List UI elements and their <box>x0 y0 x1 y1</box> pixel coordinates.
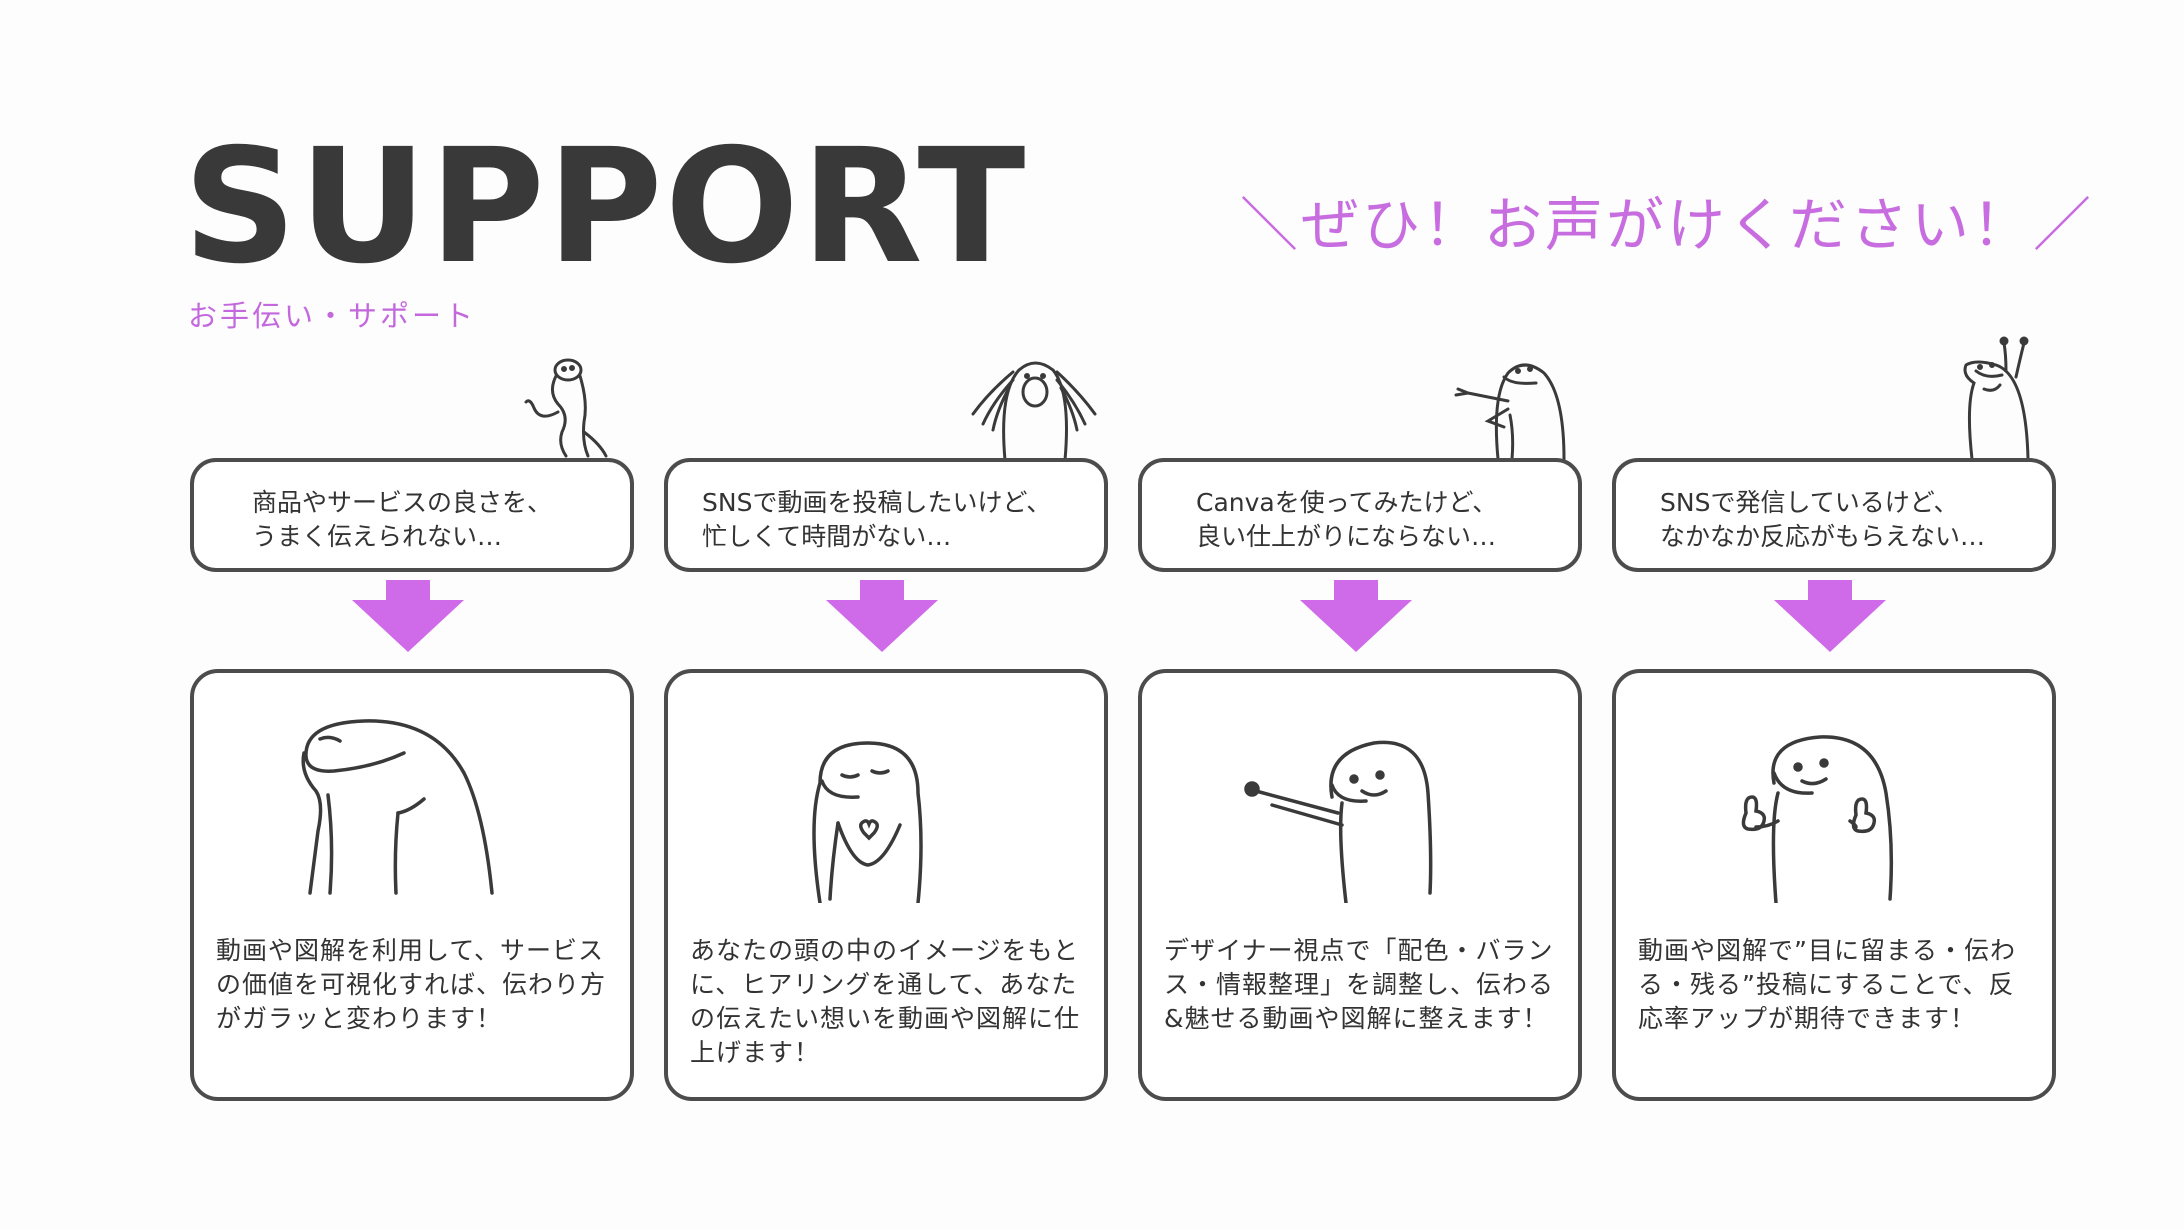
arrow-down-icon <box>1774 580 1886 652</box>
solution-text: 動画や図解を利用して、サービスの価値を可視化すれば、伝わり方がガラッと変わります… <box>216 936 607 1033</box>
reaching-character-icon <box>1242 713 1482 903</box>
screaming-character-icon <box>969 352 1099 462</box>
arrow-down-icon <box>1300 580 1412 652</box>
problem-bubble: SNSで動画を投稿したいけど、 忙しくて時間がない… <box>664 458 1108 572</box>
problem-text: SNSで動画を投稿したいけど、 忙しくて時間がない… <box>702 488 1052 551</box>
problem-text: 商品やサービスの良さを、 うまく伝えられない… <box>252 488 553 551</box>
solution-text: 動画や図解で”目に留まる・伝わる・残る”投稿にすることで、反応率アップが期待でき… <box>1638 936 2016 1033</box>
cheering-character-icon <box>1942 335 2042 460</box>
support-column-3: Canvaを使ってみたけど、 良い仕上がりにならない… デザイナー視点で「配色・… <box>1138 0 1588 1229</box>
solution-card: あなたの頭の中のイメージをもとに、ヒアリングを通して、あなたの伝えたい想いを動画… <box>664 669 1108 1101</box>
problem-bubble: SNSで発信しているけど、 なかなか反応がもらえない… <box>1612 458 2056 572</box>
solution-text: デザイナー視点で「配色・バランス・情報整理」を調整し、伝わる&魅せる動画や図解に… <box>1164 936 1555 1033</box>
solution-text: あなたの頭の中のイメージをもとに、ヒアリングを通して、あなたの伝えたい想いを動画… <box>690 936 1081 1067</box>
problem-bubble: Canvaを使ってみたけど、 良い仕上がりにならない… <box>1138 458 1582 572</box>
support-column-2: SNSで動画を投稿したいけど、 忙しくて時間がない… あなたの頭の中のイメージを… <box>664 0 1114 1229</box>
support-column-4: SNSで発信しているけど、 なかなか反応がもらえない… 動画や図解で”目に留まる… <box>1612 0 2062 1229</box>
problem-bubble: 商品やサービスの良さを、 うまく伝えられない… <box>190 458 634 572</box>
arrow-down-icon <box>352 580 464 652</box>
page-subtitle: お手伝い・サポート <box>188 299 477 333</box>
problem-text: SNSで発信しているけど、 なかなか反応がもらえない… <box>1660 488 1986 551</box>
dancing-character-icon <box>510 352 620 462</box>
solution-card: 動画や図解で”目に留まる・伝わる・残る”投稿にすることで、反応率アップが期待でき… <box>1612 669 2056 1101</box>
problem-text: Canvaを使ってみたけど、 良い仕上がりにならない… <box>1196 488 1498 551</box>
solution-card: 動画や図解を利用して、サービスの価値を可視化すれば、伝わり方がガラッと変わります… <box>190 669 634 1101</box>
thinking-character-icon <box>294 713 534 903</box>
arrow-down-icon <box>826 580 938 652</box>
page-title: SUPPORT <box>183 115 1028 299</box>
support-column-1: 商品やサービスの良さを、 うまく伝えられない… 動画や図解を利用して、サービスの… <box>190 0 640 1229</box>
solution-card: デザイナー視点で「配色・バランス・情報整理」を調整し、伝わる&魅せる動画や図解に… <box>1138 669 1582 1101</box>
pointing-character-icon <box>1448 355 1578 460</box>
thumbs-up-character-icon <box>1716 713 1956 903</box>
praying-character-icon <box>768 713 1008 903</box>
call-to-action: ＼ぜひ！お声がけください！／ <box>1240 191 2095 259</box>
